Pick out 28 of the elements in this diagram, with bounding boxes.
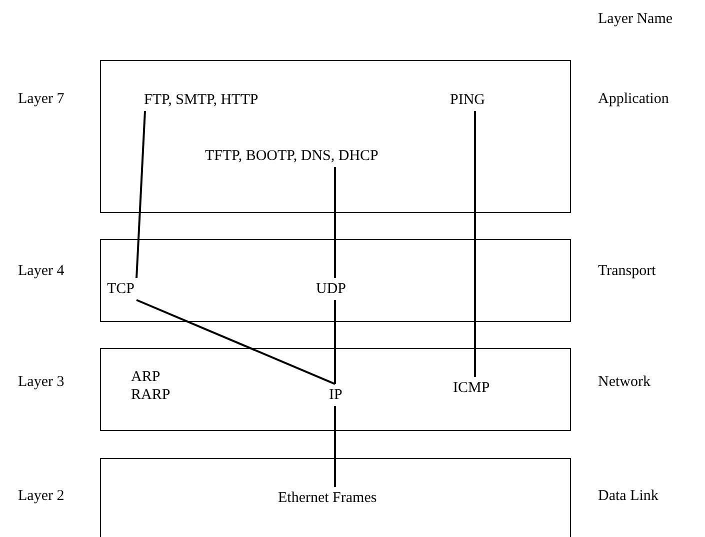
layer-name: Application [598,90,669,108]
protocol-label: TCP [104,278,138,300]
layer-number: Layer 7 [18,90,64,108]
connector-line [334,167,336,278]
protocol-label: ICMP [450,377,493,399]
protocol-label: FTP, SMTP, HTTP [141,89,262,111]
protocol-label: IP [326,384,346,406]
layer-band [100,458,571,537]
layer-number: Layer 4 [18,262,64,280]
layer-name: Transport [598,262,656,280]
connector-line [334,300,336,384]
layer-band [100,239,571,322]
layer-band [100,60,571,213]
protocol-label: TFTP, BOOTP, DNS, DHCP [202,145,382,167]
layer-number: Layer 2 [18,487,64,505]
protocol-label: ARP RARP [128,366,182,406]
layer-number: Layer 3 [18,373,64,391]
layer-name: Data Link [598,487,658,505]
protocol-label: UDP [313,278,350,300]
connector-line [136,110,146,278]
protocol-label: Ethernet Frames [275,487,380,509]
connector-line [136,299,336,385]
layer-name: Network [598,373,650,391]
column-heading: Layer Name [598,10,673,28]
protocol-label: PING [447,89,488,111]
connector-line [334,406,336,487]
connector-line [474,111,476,377]
layer-band [100,348,571,431]
